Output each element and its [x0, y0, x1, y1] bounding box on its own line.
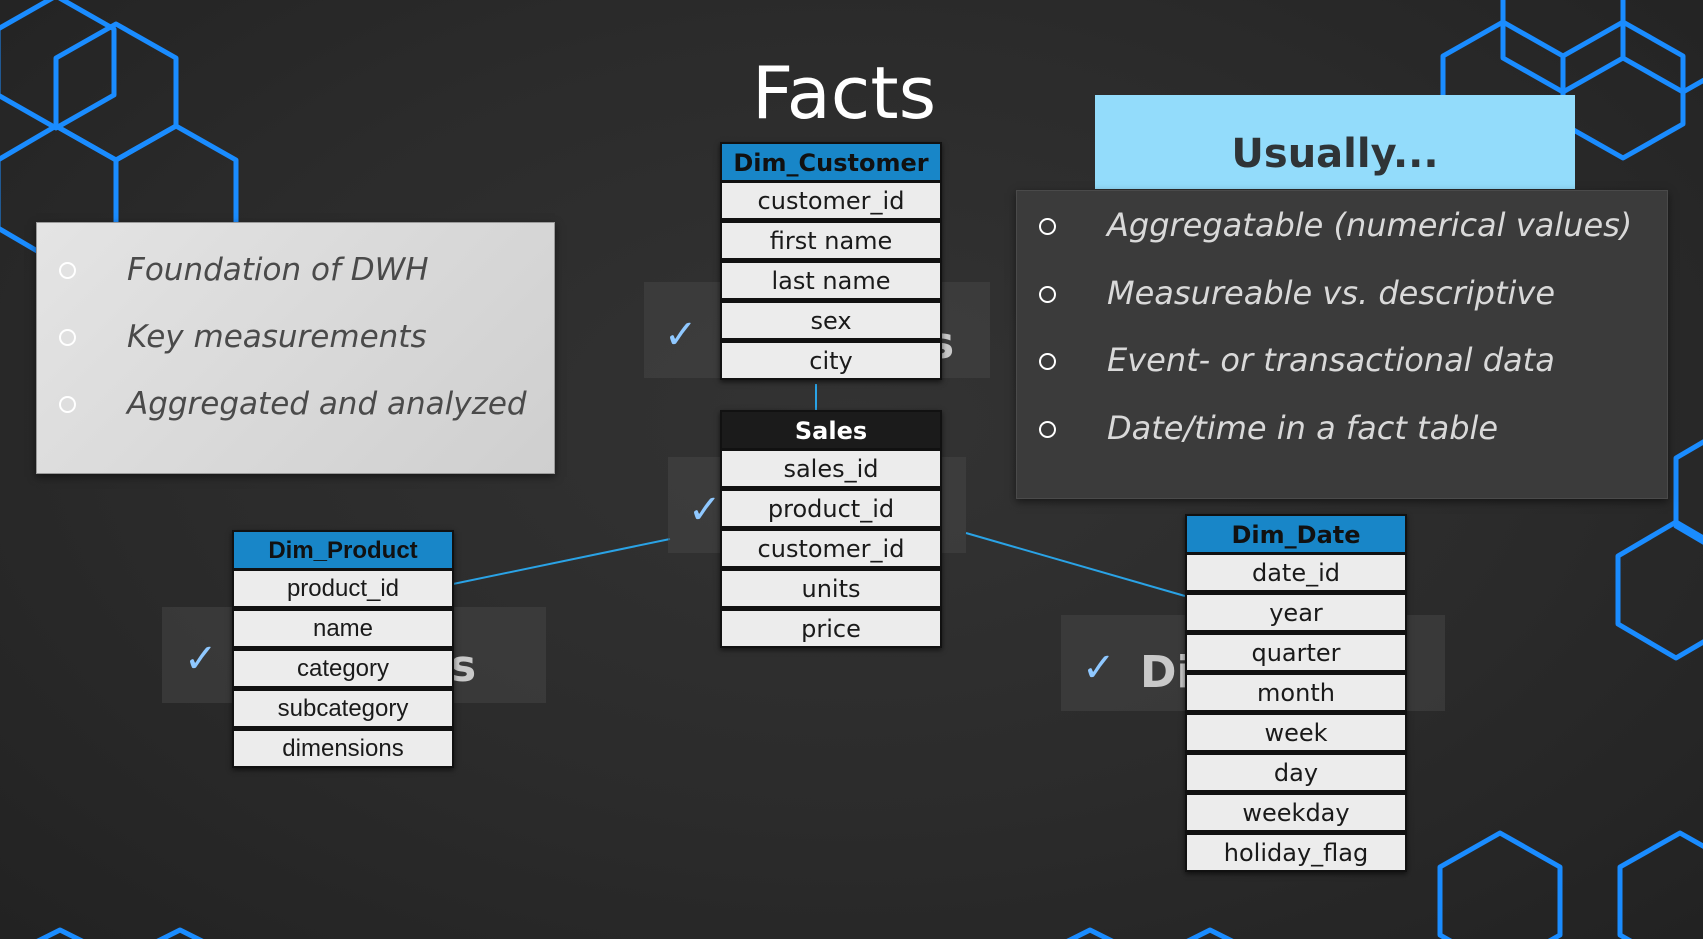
list-item-text: Event- or transactional data — [1107, 341, 1555, 379]
list-item-text: Foundation of DWH — [127, 252, 429, 288]
table-row: units — [722, 571, 940, 606]
list-item: Aggregatable (numerical values) — [1017, 205, 1667, 273]
usually-card: Aggregatable (numerical values) Measurea… — [1016, 190, 1668, 499]
hexagon-shape — [1615, 519, 1703, 661]
list-item: Foundation of DWH — [37, 249, 554, 316]
table-sales: Sales sales_id product_id customer_id un… — [720, 410, 942, 648]
list-item: Measureable vs. descriptive — [1017, 273, 1667, 341]
hexagon-shape — [1066, 927, 1114, 939]
connector-sales-date — [965, 532, 1186, 597]
table-row: name — [234, 611, 452, 646]
checkmark-icon: ✓ — [184, 636, 218, 682]
list-item: Event- or transactional data — [1017, 340, 1667, 408]
ghost-label-date: Di — [1140, 647, 1192, 698]
table-row: weekday — [1187, 795, 1405, 830]
facts-summary-card: Foundation of DWH Key measurements Aggre… — [36, 222, 555, 474]
connector-product-sales — [452, 538, 671, 585]
table-header: Dim_Date — [1187, 516, 1405, 552]
table-dim-date: Dim_Date date_id year quarter month week… — [1185, 514, 1407, 872]
table-row: quarter — [1187, 635, 1405, 670]
table-row: category — [234, 651, 452, 686]
list-item: Aggregated and analyzed — [37, 383, 554, 450]
list-item-text: Key measurements — [127, 319, 427, 355]
circle-bullet-icon — [1039, 353, 1056, 370]
hexagon-shape — [1620, 0, 1703, 95]
usually-list: Aggregatable (numerical values) Measurea… — [1017, 191, 1667, 475]
table-row: sex — [722, 303, 940, 338]
table-row: price — [722, 611, 940, 646]
slide-title: Facts — [751, 51, 937, 135]
table-row: first name — [722, 223, 940, 258]
list-item: Key measurements — [37, 316, 554, 383]
circle-bullet-icon — [59, 262, 76, 279]
hexagon-shape — [36, 927, 84, 939]
table-row: year — [1187, 595, 1405, 630]
usually-heading: Usually... — [1095, 95, 1575, 189]
list-item-text: Aggregatable (numerical values) — [1107, 206, 1633, 244]
table-header: Sales — [722, 412, 940, 448]
list-item-text: Measureable vs. descriptive — [1107, 273, 1556, 312]
table-row: date_id — [1187, 555, 1405, 590]
table-dim-product: Dim_Product product_id name category sub… — [232, 530, 454, 768]
table-row: city — [722, 343, 940, 378]
hexagon-shape — [1617, 830, 1703, 939]
hexagon-shape — [156, 927, 204, 939]
checkmark-icon: ✓ — [688, 487, 722, 533]
hexagon-shape — [1186, 927, 1234, 939]
table-row: holiday_flag — [1187, 835, 1405, 870]
table-row: dimensions — [234, 731, 452, 766]
hexagon-shape — [1673, 439, 1703, 545]
list-item-text: Aggregated and analyzed — [127, 386, 527, 422]
table-row: customer_id — [722, 531, 940, 566]
table-row: customer_id — [722, 183, 940, 218]
circle-bullet-icon — [59, 396, 76, 413]
table-row: sales_id — [722, 451, 940, 486]
facts-summary-list: Foundation of DWH Key measurements Aggre… — [37, 223, 554, 450]
table-row: last name — [722, 263, 940, 298]
table-row: product_id — [234, 571, 452, 606]
circle-bullet-icon — [1039, 218, 1056, 235]
table-row: week — [1187, 715, 1405, 750]
ghost-label-product: s — [450, 641, 477, 692]
table-row: subcategory — [234, 691, 452, 726]
hexagon-shape — [0, 0, 117, 131]
list-item-text: Date/time in a fact table — [1107, 408, 1499, 447]
list-item: Date/time in a fact table — [1017, 408, 1667, 476]
table-row: day — [1187, 755, 1405, 790]
hexagon-shape — [1437, 830, 1563, 939]
table-row: month — [1187, 675, 1405, 710]
table-header: Dim_Product — [234, 532, 452, 568]
circle-bullet-icon — [1039, 420, 1056, 438]
table-dim-customer: Dim_Customer customer_id first name last… — [720, 142, 942, 380]
table-header: Dim_Customer — [722, 144, 940, 180]
checkmark-icon: ✓ — [1082, 645, 1116, 691]
table-row: product_id — [722, 491, 940, 526]
checkmark-icon: ✓ — [664, 312, 698, 358]
circle-bullet-icon — [1039, 285, 1056, 303]
circle-bullet-icon — [59, 329, 76, 346]
